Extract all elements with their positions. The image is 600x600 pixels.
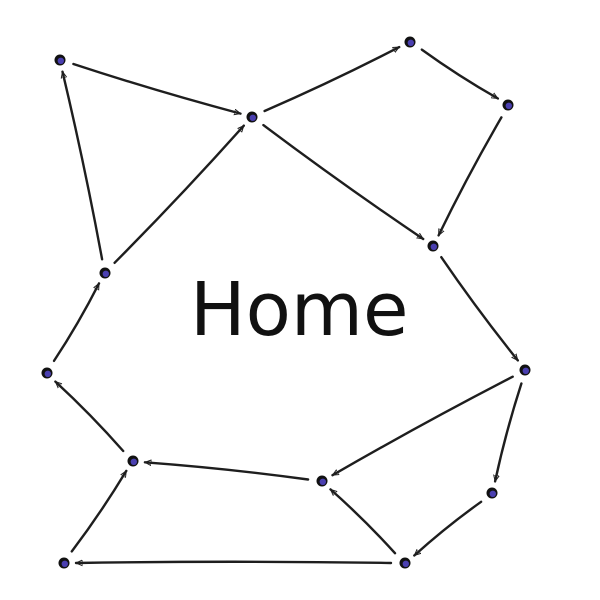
edge-n2-n5 (262, 123, 425, 241)
edge-n3-n4 (420, 48, 500, 100)
edge-n6-n7 (331, 375, 514, 477)
node-n9 (399, 557, 411, 569)
edge-n2-n3 (263, 45, 401, 113)
edge-n6-n8 (495, 382, 523, 483)
node-n13 (99, 267, 111, 279)
diagram-title: Home (190, 267, 409, 353)
edge-n4-n5 (437, 116, 503, 237)
node-fill (402, 560, 409, 567)
nodes-layer (41, 36, 531, 569)
node-n6 (519, 364, 531, 376)
edges-layer (52, 45, 523, 563)
node-fill (430, 243, 437, 250)
edge-n13-n2 (113, 124, 245, 264)
edge-n8-n9 (413, 500, 483, 557)
node-fill (489, 490, 496, 497)
node-fill (522, 367, 529, 374)
edge-n5-n6 (440, 256, 519, 362)
node-n1 (54, 54, 66, 66)
node-n8 (486, 487, 498, 499)
node-fill (61, 560, 68, 567)
node-fill (319, 478, 326, 485)
edge-n9-n10 (74, 562, 393, 563)
node-fill (249, 114, 256, 122)
edge-n12-n13 (52, 282, 101, 363)
edge-n7-n11 (143, 462, 310, 481)
node-fill (44, 370, 51, 377)
node-fill (57, 57, 64, 64)
node-n12 (41, 367, 53, 379)
edge-n9-n7 (329, 488, 397, 555)
node-n10 (58, 557, 70, 569)
node-n11 (127, 455, 139, 467)
node-fill (130, 458, 137, 465)
node-n7 (316, 475, 328, 487)
edge-n14-n11 (70, 469, 128, 553)
node-fill (505, 102, 512, 110)
node-n4 (502, 99, 514, 111)
node-fill (102, 270, 110, 277)
edge-n11-n12 (54, 380, 125, 453)
node-n3 (404, 36, 416, 48)
node-n5 (427, 240, 439, 252)
node-fill (407, 39, 414, 46)
edge-n13-n1 (63, 70, 104, 261)
node-n2 (246, 111, 258, 123)
edge-n1-n2 (72, 62, 242, 114)
